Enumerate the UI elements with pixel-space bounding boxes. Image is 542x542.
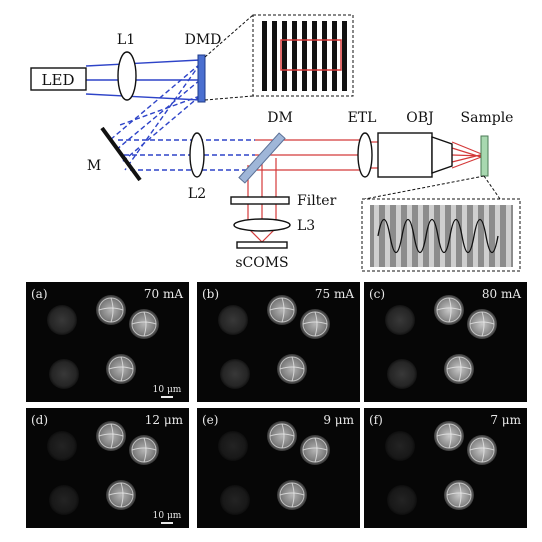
bright-cell xyxy=(434,295,464,325)
sample-slide xyxy=(480,135,489,177)
l3-label: L3 xyxy=(297,218,315,234)
lens-l1 xyxy=(117,51,137,101)
led-box xyxy=(30,67,87,91)
panel-id: (c) xyxy=(369,287,385,301)
sample-label: Sample xyxy=(461,110,514,126)
panel-id: (d) xyxy=(31,413,48,427)
panel-value: 7 μm xyxy=(490,413,521,427)
scalebar xyxy=(161,522,173,524)
dmd-label: DMD xyxy=(185,32,222,48)
scalebar-label: 10 μm xyxy=(153,385,182,395)
panel-value: 12 μm xyxy=(145,413,184,427)
image-panel: (b) 75 mA xyxy=(197,282,360,402)
bright-cell xyxy=(129,435,159,465)
bright-cell xyxy=(277,354,307,384)
etl-label: ETL xyxy=(348,110,377,126)
panel-id: (e) xyxy=(202,413,218,427)
illumination-beam xyxy=(85,59,201,101)
lens-l2 xyxy=(189,132,205,178)
dim-cell xyxy=(49,485,79,515)
image-panel: (c) 80 mA xyxy=(364,282,527,402)
bright-cell xyxy=(467,309,497,339)
optical-setup: LED L1 DMD M xyxy=(30,14,521,272)
dichroic-mirror xyxy=(238,132,286,184)
panel-id: (f) xyxy=(369,413,383,427)
bright-cell xyxy=(444,354,474,384)
image-panel: (f) 7 μm xyxy=(364,408,527,528)
obj-label: OBJ xyxy=(406,110,433,126)
camera-sensor xyxy=(236,241,288,249)
scalebar-label: 10 μm xyxy=(153,511,182,521)
mirror-m xyxy=(100,126,142,182)
lens-l3 xyxy=(233,218,291,232)
panel-value: 75 mA xyxy=(315,287,354,301)
l2-label: L2 xyxy=(188,186,206,202)
dim-cell xyxy=(47,305,77,335)
image-panel: (a) 70 mA 10 μm xyxy=(26,282,189,402)
dim-cell xyxy=(49,359,79,389)
panel-value: 70 mA xyxy=(144,287,183,301)
filter-label: Filter xyxy=(297,193,337,209)
image-panel: (e) 9 μm xyxy=(197,408,360,528)
bright-cell xyxy=(300,309,330,339)
panel-id: (a) xyxy=(31,287,48,301)
dim-cell xyxy=(385,305,415,335)
dmd-mirror xyxy=(197,54,206,103)
dim-cell xyxy=(218,431,248,461)
bright-cell xyxy=(277,480,307,510)
image-panels: (a) 70 mA 10 μm (b) 75 mA (c) 80 mA (d) 12 μm 10 … xyxy=(26,282,527,528)
dim-cell xyxy=(47,431,77,461)
image-panel: (d) 12 μm 10 μm xyxy=(26,408,189,528)
camera-label: sCOMS xyxy=(235,255,288,271)
bright-cell xyxy=(96,421,126,451)
bright-cell xyxy=(129,309,159,339)
objective xyxy=(377,132,453,178)
dim-cell xyxy=(387,485,417,515)
m-label: M xyxy=(87,158,101,174)
bright-cell xyxy=(267,421,297,451)
dim-cell xyxy=(218,305,248,335)
panel-id: (b) xyxy=(202,287,219,301)
panel-value: 9 μm xyxy=(323,413,354,427)
dim-cell xyxy=(385,431,415,461)
l1-label: L1 xyxy=(117,32,135,48)
bright-cell xyxy=(444,480,474,510)
dim-cell xyxy=(220,485,250,515)
scalebar xyxy=(161,396,173,398)
dmd-pattern-inset xyxy=(204,14,354,101)
dm-label: DM xyxy=(267,110,293,126)
bright-cell xyxy=(267,295,297,325)
led-label: LED xyxy=(42,71,75,89)
dim-cell xyxy=(387,359,417,389)
filter xyxy=(230,196,290,205)
etl-lens xyxy=(357,132,373,178)
bright-cell xyxy=(106,480,136,510)
bright-cell xyxy=(467,435,497,465)
sample-fringe-inset xyxy=(361,175,521,272)
dim-cell xyxy=(220,359,250,389)
bright-cell xyxy=(434,421,464,451)
panel-value: 80 mA xyxy=(482,287,521,301)
bright-cell xyxy=(300,435,330,465)
bright-cell xyxy=(96,295,126,325)
bright-cell xyxy=(106,354,136,384)
